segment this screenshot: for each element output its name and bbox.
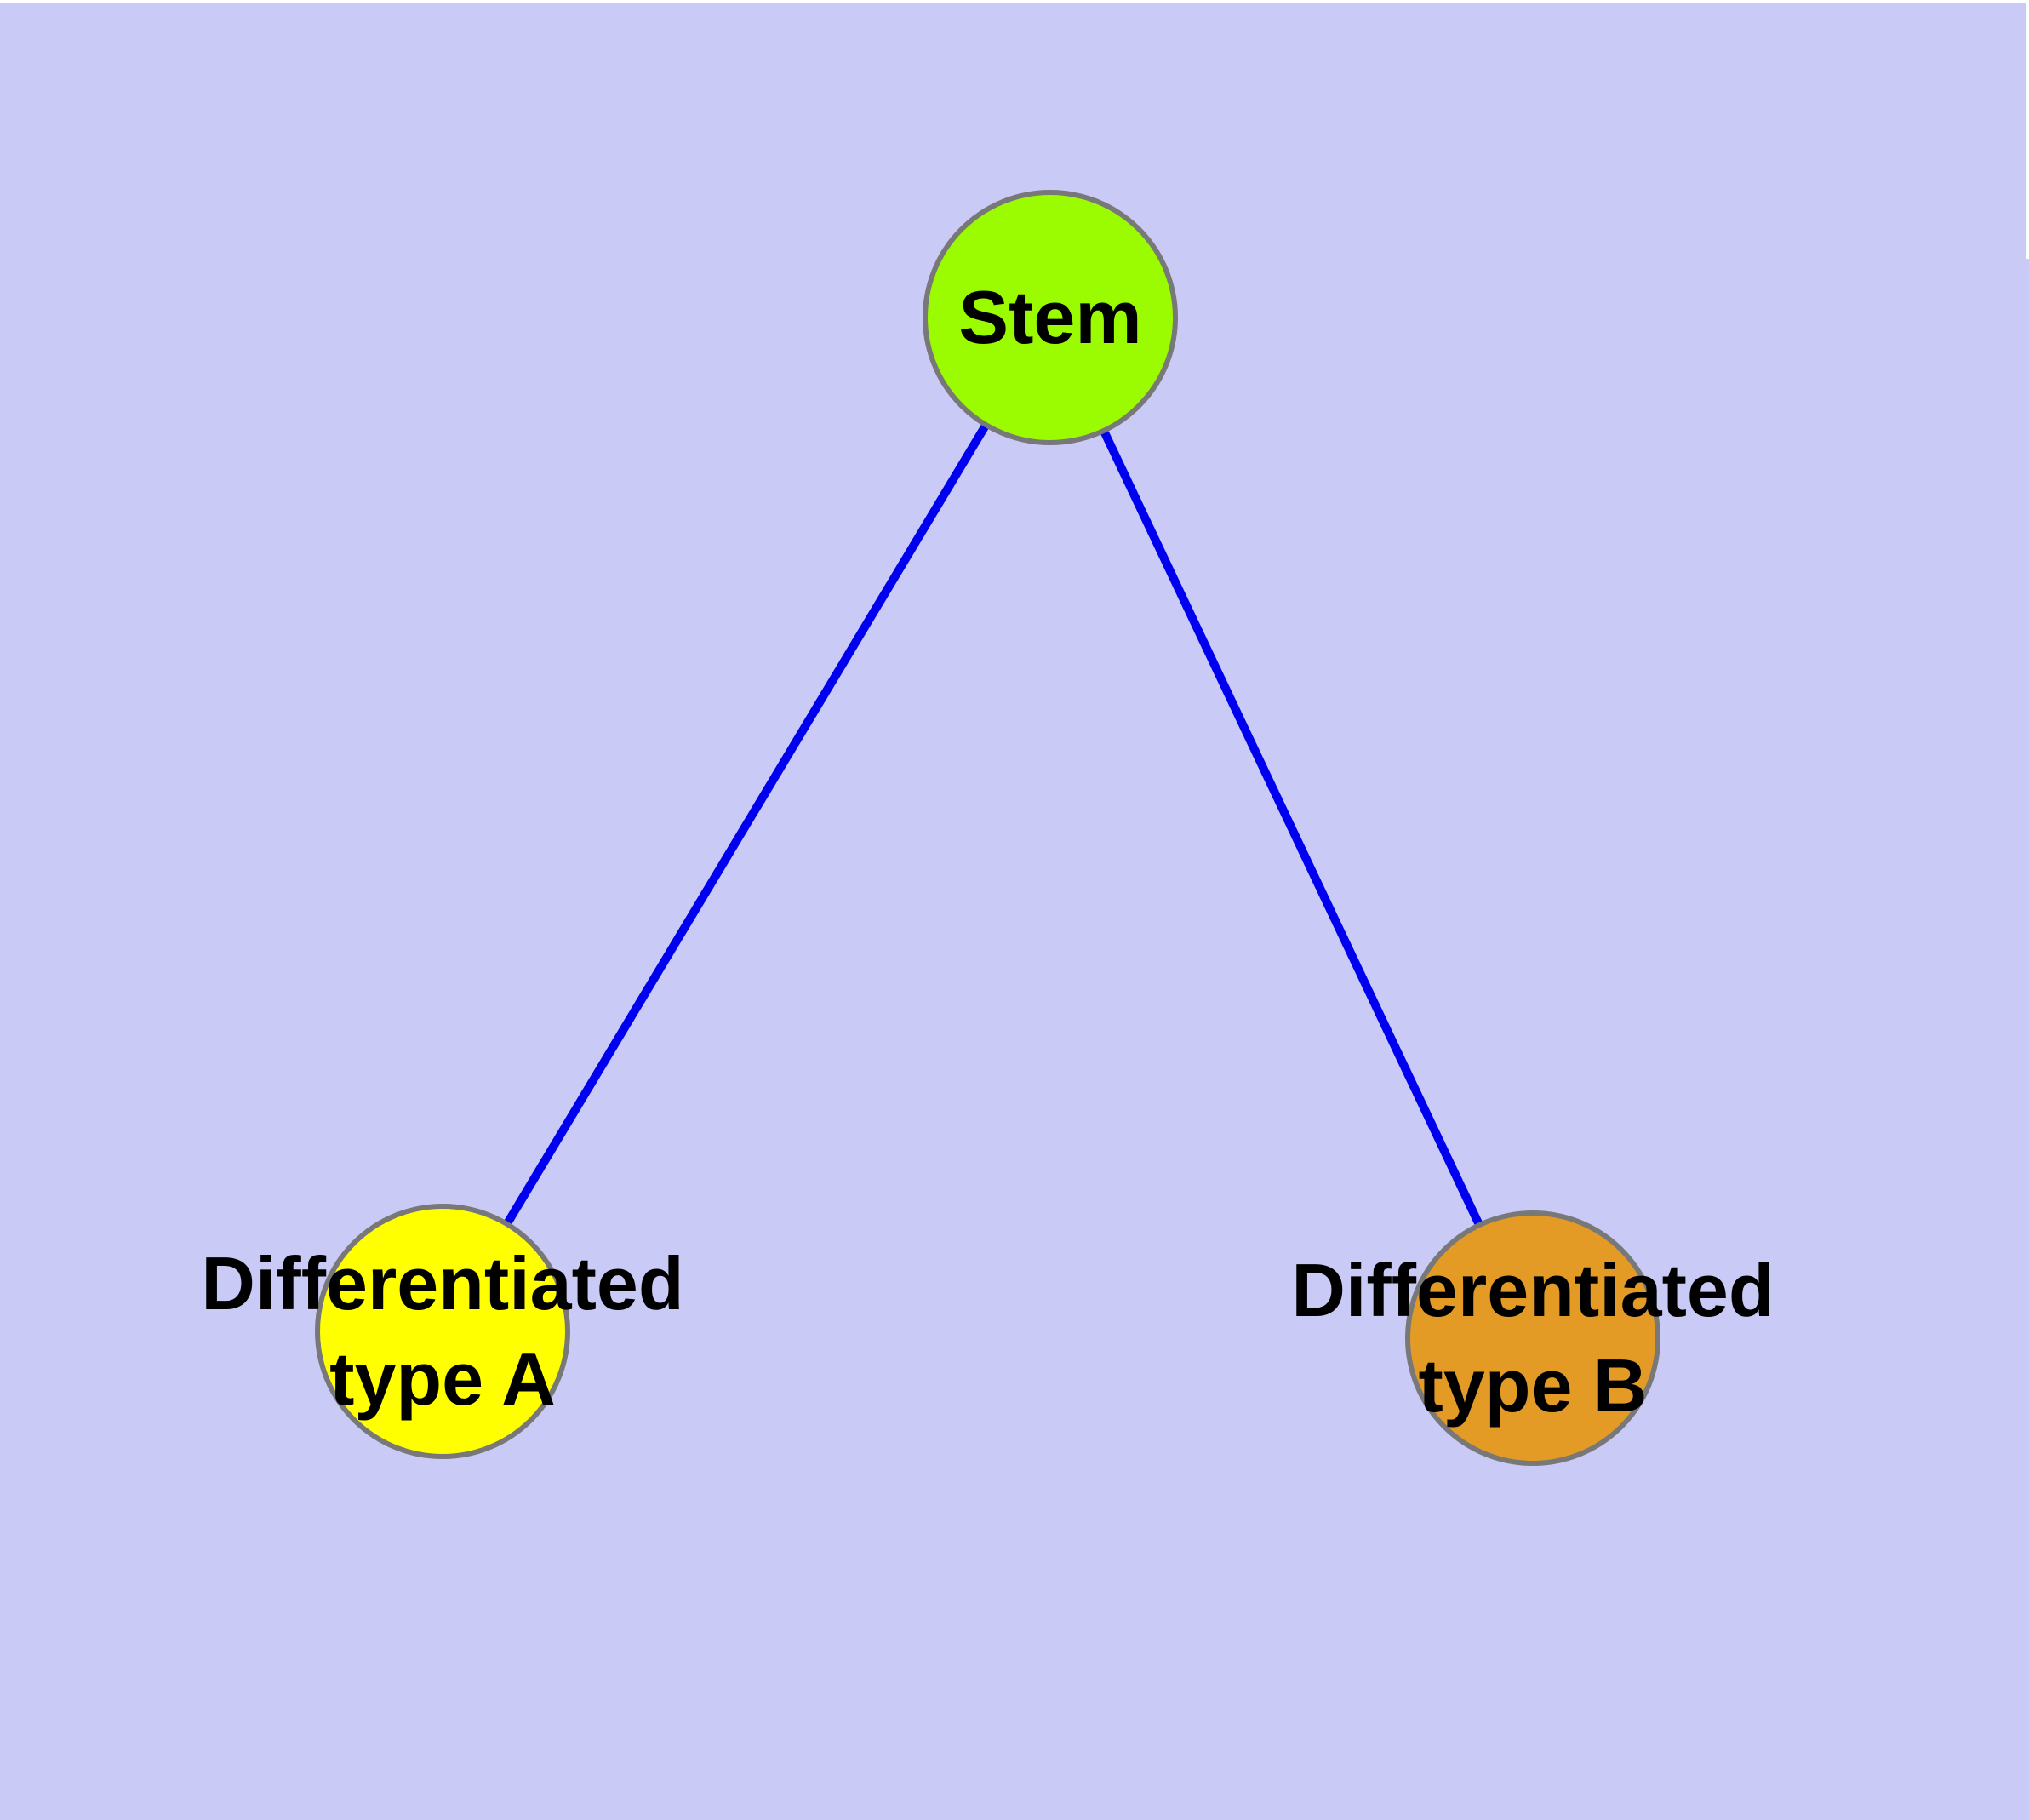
diagram-canvas: Stem Differentiated type A Differentiate… — [0, 3, 2029, 1820]
node-stem-label-text: Stem — [958, 275, 1142, 359]
node-type-a-label: Differentiated type A — [201, 1236, 683, 1427]
node-type-b-label: Differentiated type B — [1291, 1243, 1774, 1434]
node-type-b-label-line2: type B — [1418, 1343, 1648, 1428]
node-stem-label: Stem — [958, 270, 1141, 365]
edge-stem-to-type-a — [438, 315, 1055, 1334]
node-type-a-label-line2: type A — [329, 1336, 556, 1421]
node-differentiated-type-a[interactable]: Differentiated type A — [201, 1204, 684, 1459]
node-stem[interactable]: Stem — [923, 190, 1178, 445]
node-differentiated-type-b[interactable]: Differentiated type B — [1291, 1210, 1775, 1466]
canvas-right-margin — [2026, 3, 2029, 259]
node-type-a-label-line1: Differentiated — [201, 1241, 684, 1325]
edge-stem-to-type-b — [1046, 315, 1537, 1341]
node-type-b-label-line1: Differentiated — [1291, 1248, 1775, 1332]
